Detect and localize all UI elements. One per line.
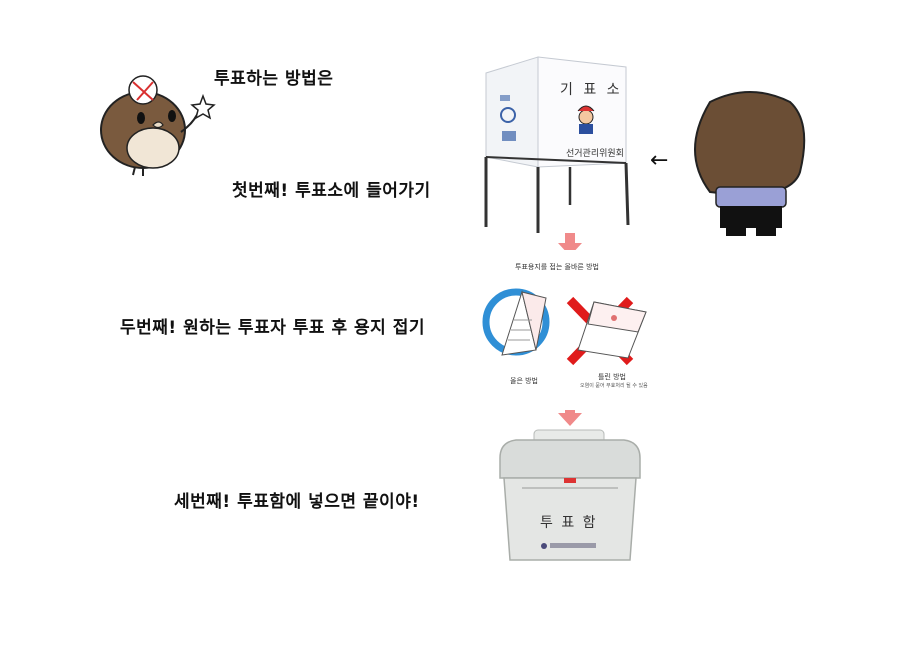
step-2-text: 두번째! 원하는 투표자 투표 후 용지 접기	[120, 318, 426, 338]
folding-guide-title: 투표용지를 접는 올바른 방법	[515, 263, 599, 271]
left-arrow-icon: ←	[650, 148, 669, 173]
ballot-box-illustration	[499, 429, 641, 561]
voting-booth-illustration	[484, 56, 630, 233]
booth-org-label: 선거관리위원회	[566, 149, 624, 159]
booth-sign: 기 표 소	[560, 82, 623, 98]
step-1-text: 첫번째! 투표소에 들어가기	[232, 181, 431, 201]
person-from-behind-illustration	[694, 91, 806, 236]
wrong-method-note: 오염이 묻어 무효처리 될 수 있음	[580, 383, 648, 389]
wrong-method-label: 틀린 방법	[598, 373, 626, 381]
ballot-box-label: 투 표 함	[540, 515, 598, 531]
folding-guide-diagram	[482, 288, 647, 366]
bird-mascot-illustration	[100, 75, 216, 176]
intro-text: 투표하는 방법은	[214, 69, 334, 89]
correct-method-label: 올은 방법	[510, 377, 538, 385]
down-arrow-icon	[558, 233, 582, 256]
step-3-text: 세번째! 투표함에 넣으면 끝이야!	[174, 492, 420, 512]
down-arrow-icon	[558, 403, 582, 426]
